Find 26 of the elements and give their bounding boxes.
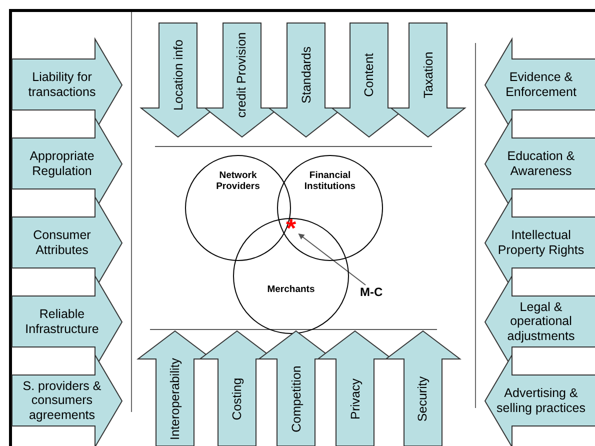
arrow-label: Liability for transactions — [27, 70, 97, 99]
arrow-label: Standards — [299, 46, 313, 104]
arrow-label: Advertising & selling practices — [496, 386, 586, 415]
arrow-label: S. providers & consumers agreements — [22, 378, 102, 422]
arrow-label: Costing — [230, 378, 244, 420]
arrow-label: Intellectual Property Rights — [496, 228, 586, 257]
callout-label: M-C — [360, 285, 383, 299]
arrow-label: Consumer Attributes — [32, 228, 92, 257]
arrow-label: Legal & operational adjustments — [506, 300, 576, 344]
arrow-label: Taxation — [421, 52, 435, 98]
leader-line — [298, 234, 366, 286]
arrow-label: Competition — [289, 366, 303, 432]
venn-circle — [277, 155, 383, 261]
arrow-label: Location info — [171, 40, 185, 110]
circle-label: Financial Institutions — [303, 170, 357, 193]
arrow-label: Interoperability — [168, 358, 182, 440]
arrow-label: Content — [362, 53, 376, 97]
arrow-label: Security — [416, 376, 430, 422]
arrow-label: Education & Awareness — [506, 149, 576, 178]
arrow-label: Evidence & Enforcement — [504, 70, 578, 99]
arrow-label: Appropriate Regulation — [28, 149, 96, 178]
arrow-label: Privacy — [348, 378, 362, 420]
circle-label: Network Providers — [215, 170, 261, 193]
arrow-label: credit Provision — [235, 32, 249, 118]
arrow-label: Reliable Infrastructure — [24, 307, 100, 336]
circle-label: Merchants — [266, 284, 316, 296]
